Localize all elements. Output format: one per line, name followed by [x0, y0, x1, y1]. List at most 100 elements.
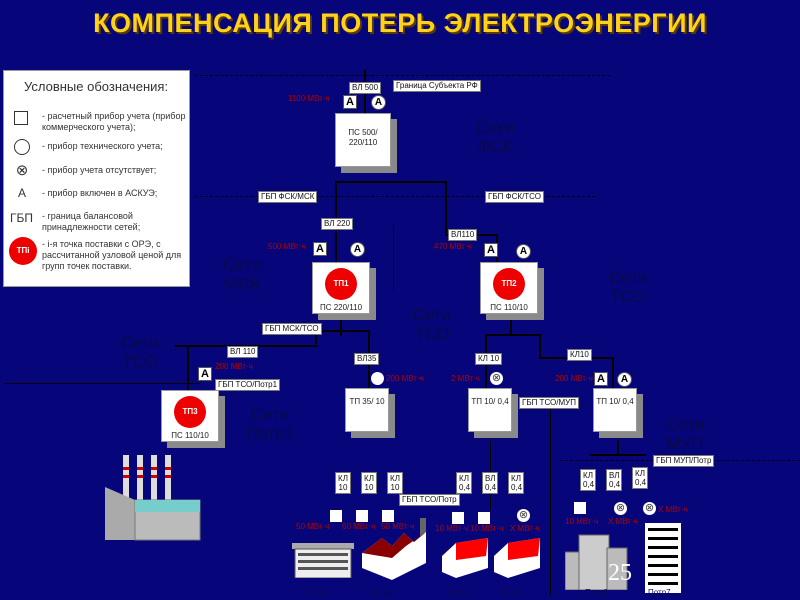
- region-border-line: [195, 75, 610, 76]
- energy-value: 60 МВт·ч: [342, 522, 376, 531]
- network-label: Сети ТСО: [412, 305, 452, 343]
- askue-meter-icon: А: [313, 242, 327, 256]
- substation-label: ПС 110/10: [490, 303, 528, 312]
- energy-value: X МВт·ч: [608, 517, 638, 526]
- billing-meter-icon: [382, 510, 394, 522]
- feeder-label: ВЛ 0,4: [606, 469, 622, 491]
- billing-meter-icon: [356, 510, 368, 522]
- line: [187, 345, 189, 390]
- no-meter-icon: ⊗: [614, 502, 627, 515]
- legend-text: - прибор учета отсутствует;: [42, 165, 157, 175]
- tech-meter-icon: А: [516, 244, 531, 259]
- tech-meter-icon: [371, 372, 384, 385]
- consumer-label: Потр3: [370, 588, 393, 597]
- energy-value: X МВт·ч: [510, 524, 540, 533]
- office-building-icon: [292, 543, 354, 578]
- tech-meter-icon: А: [371, 95, 386, 110]
- substation-ps220: ТП1 ПС 220/110: [312, 262, 370, 314]
- billing-meter-icon: [574, 502, 586, 514]
- line: [340, 318, 342, 336]
- energy-value: 50 МВт·ч: [296, 522, 330, 531]
- line: [393, 225, 394, 290]
- legend-text: - расчетный прибор учета (прибор коммерч…: [42, 111, 186, 132]
- gbp-label: ГБП ФСК/ТСО: [485, 191, 545, 203]
- substation-label: ТП 10/ 0,4: [471, 397, 509, 406]
- substation-label: ПС 110/10: [171, 431, 209, 440]
- askue-meter-icon: А: [484, 243, 498, 257]
- gbp-symbol: ГБП: [10, 211, 33, 225]
- line: [315, 330, 317, 344]
- askue-meter-icon: А: [343, 95, 357, 109]
- substation-ps500: ПС 500/ 220/110: [335, 113, 391, 167]
- substation-label: ПС 220/110: [319, 303, 363, 312]
- substation-tp10a: ТП 10/ 0,4: [468, 388, 512, 432]
- consumer-label: Потр2: [305, 588, 328, 597]
- tech-meter-icon: А: [617, 372, 632, 387]
- feeder-label: КЛ 10: [361, 472, 377, 494]
- page-number: 25: [608, 560, 632, 586]
- energy-value: 2 МВт·ч: [451, 374, 480, 383]
- energy-value: 10 МВт·ч: [435, 524, 469, 533]
- consumer-label: Потр4: [448, 588, 471, 597]
- crossed-meter-icon: ⊗: [15, 162, 29, 179]
- apartment-blocks-icon: [565, 534, 628, 590]
- legend-text: - граница балансовой принадлежности сете…: [42, 211, 141, 232]
- network-label: Сети ТСО: [608, 268, 648, 306]
- gbp-label: ГБП МУП/Потр: [653, 455, 715, 467]
- factory-icon: [362, 518, 426, 580]
- legend-text: - прибор включен в АСКУЭ;: [42, 188, 158, 198]
- delivery-point-tp3: ТП3: [174, 396, 206, 428]
- line: [315, 330, 370, 332]
- feeder-label: КЛ 0,4: [456, 472, 472, 494]
- energy-value: 500 МВт·ч: [268, 242, 306, 251]
- network-label: Сети МУП: [665, 415, 705, 453]
- network-label: Сети ТСО: [120, 333, 160, 371]
- substation-label: ТП 10/ 0,4: [596, 397, 634, 406]
- no-meter-icon: ⊗: [490, 372, 503, 385]
- house-icon: [494, 538, 540, 578]
- delivery-point-icon: ТПi: [9, 237, 37, 265]
- highrise-icon: [645, 523, 681, 593]
- feeder-label: КЛ 0,4: [580, 469, 596, 491]
- power-plant-icon: [105, 455, 201, 541]
- line-label: ВЛ 110: [227, 346, 259, 358]
- substation-tp10b: ТП 10/ 0,4: [593, 388, 637, 432]
- line-label: ВЛ 500: [349, 82, 382, 94]
- no-meter-icon: ⊗: [517, 509, 530, 522]
- line: [539, 334, 541, 359]
- legend-text: - прибор технического учета;: [42, 141, 163, 151]
- line-label: ВЛ 220: [321, 218, 354, 230]
- feeder-label: КЛ 10: [387, 472, 403, 494]
- line: [612, 357, 614, 388]
- line-label: ВЛ110: [448, 229, 478, 241]
- line: [485, 334, 540, 336]
- energy-value: 470 МВт·ч: [434, 242, 472, 251]
- gbp-label: ГБП ТСО/МУП: [519, 397, 579, 409]
- line: [617, 440, 619, 455]
- page-title: КОМПЕНСАЦИЯ ПОТЕРЬ ЭЛЕКТРОЭНЕРГИИ: [93, 8, 707, 38]
- delivery-point-tp1: ТП1: [325, 268, 357, 300]
- line-label: КЛ10: [567, 349, 592, 361]
- legend-title: Условные обозначения:: [24, 79, 169, 94]
- gbp-line: [195, 196, 595, 197]
- gbp-label: ГБП МСК/ТСО: [262, 323, 322, 335]
- house-icon: [442, 538, 488, 578]
- energy-value: 200 МВт·ч: [555, 374, 593, 383]
- gbp-label: ГБП ТСО/Потр: [399, 494, 460, 506]
- line-label: ВЛ35: [354, 353, 380, 365]
- network-label: Сети МСК: [222, 255, 262, 293]
- no-meter-icon: ⊗: [643, 502, 656, 515]
- billing-meter-icon: [330, 510, 342, 522]
- gbp-line: [5, 383, 200, 384]
- energy-value: 50 МВт·ч: [381, 522, 415, 531]
- energy-value: 10 МВт·ч: [565, 517, 599, 526]
- askue-meter-icon: А: [594, 372, 608, 386]
- askue-icon: А: [17, 186, 26, 200]
- askue-meter-icon: А: [198, 367, 212, 381]
- gbp-label: ГБП ФСК/МСК: [258, 191, 318, 203]
- substation-label: ТП 35/ 10: [349, 397, 385, 406]
- energy-value: 10 МВт·ч: [470, 524, 504, 533]
- feeder-label: КЛ 0,4: [632, 467, 648, 489]
- energy-value: 1100 МВт·ч: [288, 94, 330, 103]
- line: [335, 181, 447, 183]
